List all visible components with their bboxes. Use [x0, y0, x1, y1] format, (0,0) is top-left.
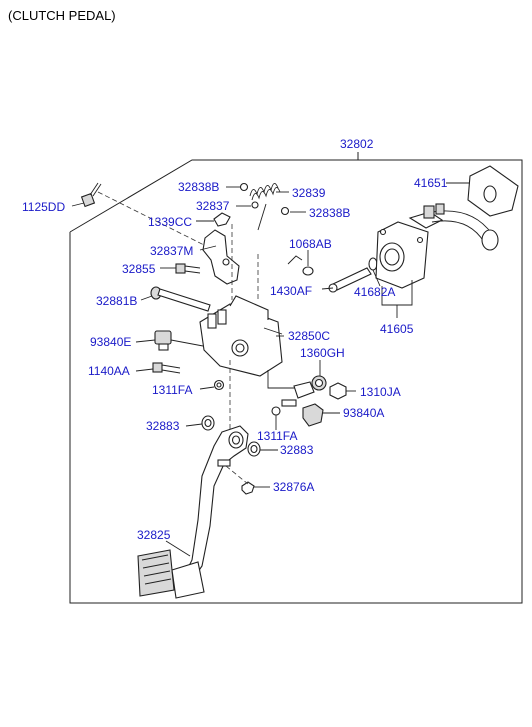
label-32839[interactable]: 32839: [292, 186, 326, 200]
bolt-1125dd-part: [80, 182, 211, 249]
label-32802[interactable]: 32802: [340, 137, 374, 151]
bolt-32855-part: [175, 263, 201, 274]
spring-32839-part: [239, 182, 290, 231]
bushing-32883-part: [201, 415, 261, 457]
bushing-1360gh-part: [311, 375, 327, 391]
pedal-arm-32825-part: [137, 360, 249, 599]
label-32881b[interactable]: 32881B: [96, 294, 137, 308]
clip-1339cc-part: [213, 212, 231, 227]
diagram-title: (CLUTCH PEDAL): [8, 8, 116, 23]
clip-32876a-part: [225, 465, 255, 495]
label-32838b-top[interactable]: 32838B: [178, 180, 219, 194]
label-41682a[interactable]: 41682A: [354, 285, 395, 299]
label-1310ja[interactable]: 1310JA: [360, 385, 401, 399]
label-1360gh[interactable]: 1360GH: [300, 346, 345, 360]
clevis-pin-part: [287, 255, 372, 293]
assembly-frame: [69, 152, 523, 604]
hose-41651-part: [423, 165, 519, 251]
label-1339cc[interactable]: 1339CC: [148, 215, 192, 229]
label-32838b-mid[interactable]: 32838B: [309, 206, 350, 220]
label-93840e[interactable]: 93840E: [90, 335, 131, 349]
label-93840a[interactable]: 93840A: [343, 406, 384, 420]
nut-1311fa-left-part: [213, 379, 225, 391]
label-32850c[interactable]: 32850C: [288, 329, 330, 343]
label-1125dd[interactable]: 1125DD: [22, 200, 65, 214]
switch-93840e-part: [154, 330, 204, 351]
label-1311fa-left[interactable]: 1311FA: [152, 383, 192, 397]
leader-lines: [71, 182, 470, 557]
nut-1310ja-part: [329, 382, 347, 400]
label-41605[interactable]: 41605: [380, 322, 414, 336]
label-32825[interactable]: 32825: [137, 528, 171, 542]
label-41651[interactable]: 41651: [414, 176, 448, 190]
label-1311fa-right[interactable]: 1311FA: [257, 429, 297, 443]
label-1140aa[interactable]: 1140AA: [88, 364, 130, 378]
label-1068ab[interactable]: 1068AB: [289, 237, 332, 251]
ring-41682a-part: [368, 257, 378, 271]
label-32883-left[interactable]: 32883: [146, 419, 180, 433]
label-32837m[interactable]: 32837M: [150, 244, 193, 258]
linkage-assembly-part: [267, 370, 324, 427]
label-32883-right[interactable]: 32883: [280, 443, 314, 457]
part-labels: 32802 41651 1125DD 32838B 32839 32837 32…: [22, 137, 448, 542]
label-32837[interactable]: 32837: [196, 199, 230, 213]
bracket-32837m-part: [202, 224, 240, 300]
bolt-32881b-part: [150, 286, 211, 312]
label-1430af[interactable]: 1430AF: [270, 284, 312, 298]
bolt-1140aa-part: [152, 362, 181, 374]
label-32855[interactable]: 32855: [122, 262, 156, 276]
master-cylinder-41605-part: [375, 211, 444, 289]
bracket-32850c-part: [199, 254, 283, 377]
label-32876a[interactable]: 32876A: [273, 480, 314, 494]
